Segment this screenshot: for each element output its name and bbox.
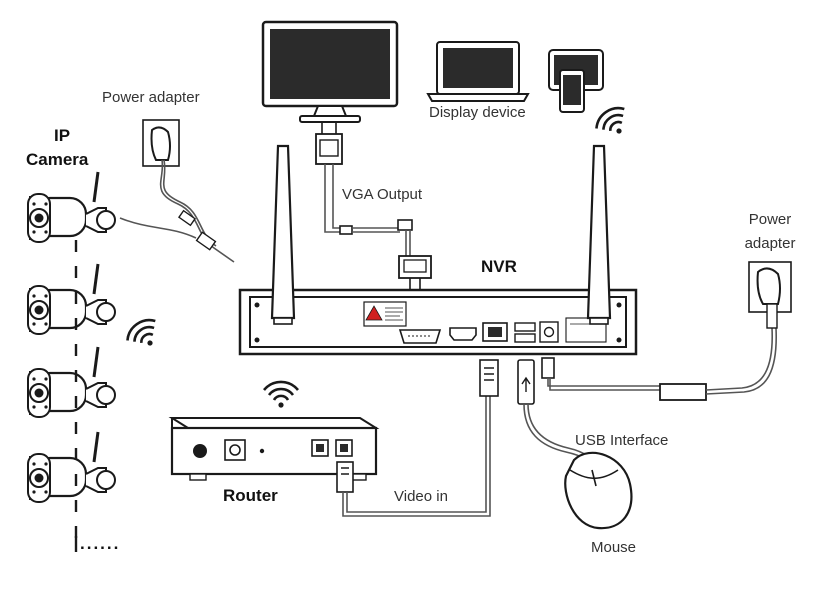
label-power-adapter-right-line1: Power [748, 211, 792, 228]
wifi-icon-cameras [121, 313, 167, 357]
phone-icon [559, 69, 585, 113]
router-icon [168, 417, 380, 481]
label-ip-camera-line1: IP [54, 126, 71, 145]
ip-camera-icon-1 [26, 170, 117, 244]
vga-cable [315, 122, 432, 290]
label-display-device: Display device [429, 104, 526, 121]
nvr-antenna-right [586, 144, 612, 325]
mouse-icon [564, 451, 633, 530]
label-vga-output: VGA Output [342, 186, 423, 203]
ethernet-cable [336, 359, 499, 517]
label-mouse: Mouse [591, 539, 637, 556]
label-ip-camera-line2: Camera [26, 150, 89, 169]
dc-power-cable [541, 327, 777, 401]
camera-power-cable [119, 217, 197, 239]
laptop-icon [426, 41, 530, 102]
ip-camera-icon-3 [26, 345, 117, 419]
ip-camera-icon-4 [26, 430, 117, 504]
power-adapter-right-icon [748, 261, 792, 329]
label-usb-interface: USB Interface [575, 432, 669, 449]
label-nvr: NVR [481, 257, 517, 276]
wifi-icon-router [262, 380, 300, 409]
power-adapter-left-icon [142, 119, 235, 263]
wifi-icon-nvr [590, 101, 636, 145]
label-router: Router [223, 486, 278, 505]
nvr-antenna-left [270, 144, 296, 325]
label-power-adapter-right-line2: adapter [744, 235, 796, 252]
ip-camera-icon-2 [26, 262, 117, 336]
label-video-in: Video in [394, 488, 448, 505]
label-power-adapter-left: Power adapter [102, 89, 200, 106]
label-more-cameras: ...... [80, 534, 121, 553]
nvr-box [238, 288, 638, 356]
monitor-icon [261, 20, 399, 123]
